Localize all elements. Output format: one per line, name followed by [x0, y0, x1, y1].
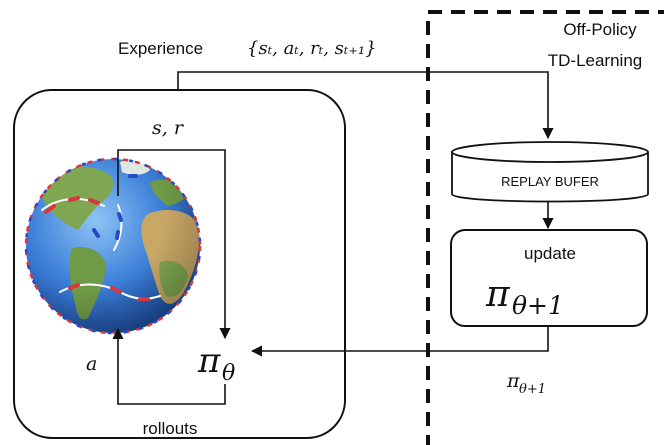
- replay-buffer-top: [451, 141, 649, 163]
- update-policy-subscript: θ+1: [512, 291, 564, 320]
- replay-buffer-label: REPLAY BUFER: [501, 174, 599, 189]
- experience-tuple: {sₜ, aₜ, rₜ, sₜ₊₁}: [247, 38, 377, 59]
- state-reward-arrow: [117, 149, 231, 340]
- experience-label: Experience: [118, 39, 203, 58]
- offpolicy-title-line2: TD-Learning: [548, 51, 643, 70]
- current-cold-markers-2: [92, 174, 138, 238]
- cylinder-database-icon: [451, 141, 649, 203]
- state-reward-label: s, r: [152, 117, 185, 139]
- current-canary: [113, 204, 123, 251]
- replay-buffer-body: [451, 152, 649, 203]
- updated-policy-symbol: π: [506, 370, 520, 392]
- earth-globe-icon: [24, 157, 202, 335]
- action-arrow: [112, 327, 226, 405]
- policy-update-arrow: [250, 326, 549, 357]
- offpolicy-title-line1: Off-Policy: [563, 20, 637, 39]
- offpolicy-region: [426, 10, 664, 445]
- policy-symbol: π: [197, 341, 221, 381]
- update-policy-symbol: π: [485, 274, 511, 315]
- current-warm-markers-2: [68, 283, 150, 301]
- current-cold-markers-1: [115, 212, 123, 240]
- current-warm-markers-1: [44, 196, 100, 214]
- rollouts-label: rollouts: [143, 419, 198, 438]
- updated-policy-subscript: θ+1: [519, 382, 546, 397]
- action-label: a: [86, 353, 97, 375]
- policy-subscript: θ: [222, 361, 235, 386]
- experience-arrow: [177, 71, 554, 140]
- update-box: [450, 229, 648, 327]
- update-label: update: [524, 244, 576, 263]
